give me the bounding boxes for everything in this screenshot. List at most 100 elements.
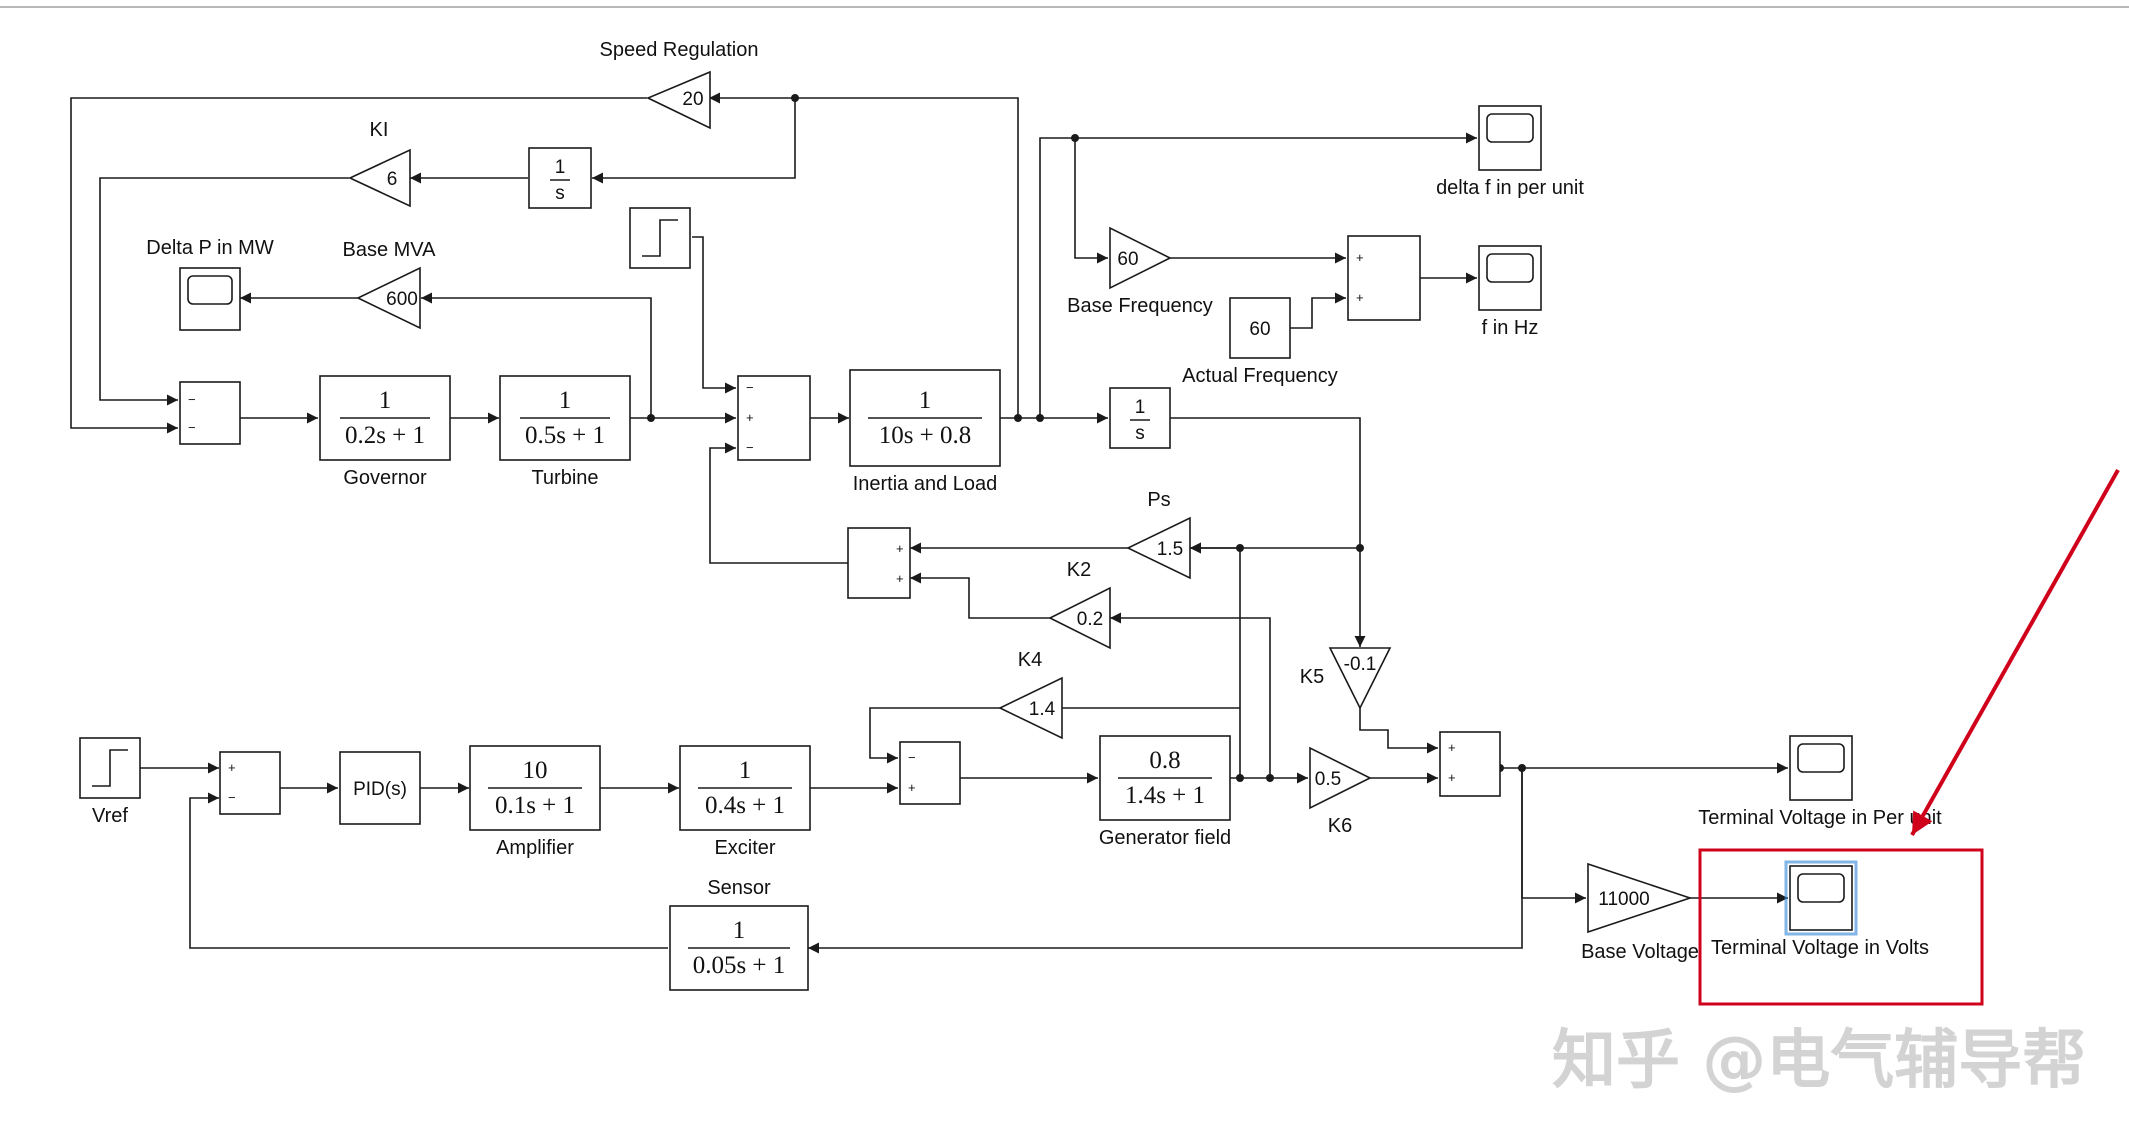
- svg-text:+: +: [228, 760, 236, 775]
- svg-text:10: 10: [523, 757, 548, 784]
- k2-value: 0.2: [1077, 609, 1103, 630]
- ps-gain[interactable]: 1.5 Ps: [1126, 489, 1191, 580]
- integrator-top[interactable]: 1 s: [528, 147, 592, 209]
- delta-f-scope[interactable]: delta f in per unit: [1436, 105, 1584, 199]
- svg-text:−: −: [188, 392, 196, 407]
- f-hz-scope[interactable]: f in Hz: [1478, 245, 1542, 339]
- svg-text:−: −: [228, 790, 236, 805]
- svg-text:0.2s + 1: 0.2s + 1: [345, 422, 425, 449]
- generator-field-block[interactable]: 0.8 1.4s + 1 Generator field: [1099, 735, 1231, 849]
- terminal-volts-label: Terminal Voltage in Volts: [1711, 937, 1929, 959]
- svg-text:10s + 0.8: 10s + 0.8: [879, 422, 972, 449]
- sensor-block[interactable]: 1 0.05s + 1 Sensor: [669, 877, 809, 991]
- window-top-border: [0, 6, 2129, 8]
- inertia-load-label: Inertia and Load: [853, 473, 998, 495]
- sum-terminal-voltage[interactable]: + +: [1439, 731, 1501, 797]
- ki-value: 6: [387, 169, 398, 190]
- svg-text:1: 1: [559, 387, 572, 414]
- highlight-annotation: [1698, 469, 2120, 1006]
- svg-text:−: −: [746, 380, 754, 395]
- actual-frequency-label: Actual Frequency: [1182, 365, 1338, 387]
- generator-field-label: Generator field: [1099, 827, 1231, 849]
- svg-text:−: −: [908, 750, 916, 765]
- f-hz-label: f in Hz: [1482, 317, 1539, 339]
- integrator-top-den: s: [555, 183, 565, 204]
- inertia-load-block[interactable]: 1 10s + 0.8 Inertia and Load: [849, 369, 1001, 495]
- base-mva-value: 600: [386, 289, 418, 310]
- governor-block[interactable]: 1 0.2s + 1 Governor: [319, 375, 451, 489]
- step-input-top[interactable]: [629, 207, 691, 269]
- svg-text:1: 1: [379, 387, 392, 414]
- base-frequency-gain[interactable]: 60 Base Frequency: [1067, 226, 1213, 317]
- k5-value: -0.1: [1344, 654, 1377, 675]
- k2-label: K2: [1067, 559, 1091, 581]
- k5-gain[interactable]: -0.1 K5: [1300, 647, 1392, 710]
- k6-gain[interactable]: 0.5 K6: [1309, 746, 1372, 837]
- governor-label: Governor: [343, 467, 427, 489]
- base-mva-gain[interactable]: 600 Base MVA: [343, 239, 437, 330]
- svg-text:1: 1: [1135, 397, 1146, 418]
- svg-text:+: +: [1448, 740, 1456, 755]
- svg-text:0.4s + 1: 0.4s + 1: [705, 792, 785, 819]
- actual-frequency-value: 60: [1249, 319, 1270, 340]
- vref-step[interactable]: Vref: [79, 737, 141, 827]
- amplifier-label: Amplifier: [496, 837, 574, 859]
- base-mva-label: Base MVA: [343, 239, 437, 261]
- svg-text:1: 1: [733, 917, 746, 944]
- speed-regulation-gain[interactable]: 20 Speed Regulation: [599, 39, 759, 130]
- sum-voltage-error[interactable]: + −: [219, 751, 281, 815]
- actual-frequency-constant[interactable]: 60 Actual Frequency: [1182, 297, 1338, 387]
- pid-controller[interactable]: PID(s): [339, 751, 421, 825]
- sum-field[interactable]: − +: [899, 741, 961, 805]
- sum-frequency[interactable]: + +: [1347, 235, 1421, 321]
- ki-label: KI: [370, 119, 389, 141]
- svg-text:0.05s + 1: 0.05s + 1: [693, 952, 786, 979]
- k4-value: 1.4: [1029, 699, 1056, 720]
- terminal-volts-scope[interactable]: Terminal Voltage in Volts: [1711, 860, 1929, 959]
- svg-text:+: +: [896, 541, 904, 556]
- delta-p-label: Delta P in MW: [146, 237, 274, 259]
- turbine-block[interactable]: 1 0.5s + 1 Turbine: [499, 375, 631, 489]
- svg-text:+: +: [746, 410, 754, 425]
- exciter-block[interactable]: 1 0.4s + 1 Exciter: [679, 745, 811, 859]
- vref-label: Vref: [92, 805, 128, 827]
- ki-gain[interactable]: 6 KI: [348, 119, 411, 208]
- svg-text:−: −: [746, 440, 754, 455]
- k6-label: K6: [1328, 815, 1352, 837]
- svg-text:s: s: [1135, 423, 1145, 444]
- base-voltage-gain[interactable]: 11000 Base Voltage: [1581, 862, 1699, 963]
- delta-p-scope[interactable]: Delta P in MW: [146, 237, 274, 331]
- base-voltage-label: Base Voltage: [1581, 941, 1699, 963]
- svg-text:+: +: [1356, 250, 1364, 265]
- amplifier-block[interactable]: 10 0.1s + 1 Amplifier: [469, 745, 601, 859]
- base-frequency-label: Base Frequency: [1067, 295, 1213, 317]
- sum-load[interactable]: − + −: [737, 375, 811, 461]
- k2-gain[interactable]: 0.2 K2: [1048, 559, 1111, 650]
- integrator-top-num: 1: [555, 157, 566, 178]
- sum-governor[interactable]: − −: [179, 381, 241, 445]
- svg-text:+: +: [908, 780, 916, 795]
- terminal-pu-scope[interactable]: Terminal Voltage in Per unit: [1698, 735, 1942, 829]
- svg-text:+: +: [896, 571, 904, 586]
- k6-value: 0.5: [1315, 769, 1341, 790]
- svg-text:0.8: 0.8: [1149, 747, 1180, 774]
- svg-text:1: 1: [739, 757, 752, 784]
- ps-label: Ps: [1147, 489, 1170, 511]
- turbine-label: Turbine: [531, 467, 598, 489]
- ps-value: 1.5: [1157, 539, 1183, 560]
- k4-gain[interactable]: 1.4 K4: [998, 649, 1063, 740]
- k4-label: K4: [1018, 649, 1042, 671]
- sum-electrical-power[interactable]: + +: [847, 527, 911, 599]
- svg-text:0.5s + 1: 0.5s + 1: [525, 422, 605, 449]
- svg-text:1.4s + 1: 1.4s + 1: [1125, 782, 1205, 809]
- integrator-middle[interactable]: 1 s: [1109, 387, 1171, 449]
- terminal-pu-label: Terminal Voltage in Per unit: [1698, 807, 1942, 829]
- svg-text:0.1s + 1: 0.1s + 1: [495, 792, 575, 819]
- speed-regulation-value: 20: [682, 89, 703, 110]
- svg-text:+: +: [1448, 770, 1456, 785]
- signal-lines: [70, 92, 1788, 954]
- watermark: 知乎 @电气辅导帮: [1552, 1024, 2086, 1098]
- base-voltage-value: 11000: [1598, 889, 1649, 910]
- svg-text:1: 1: [919, 387, 932, 414]
